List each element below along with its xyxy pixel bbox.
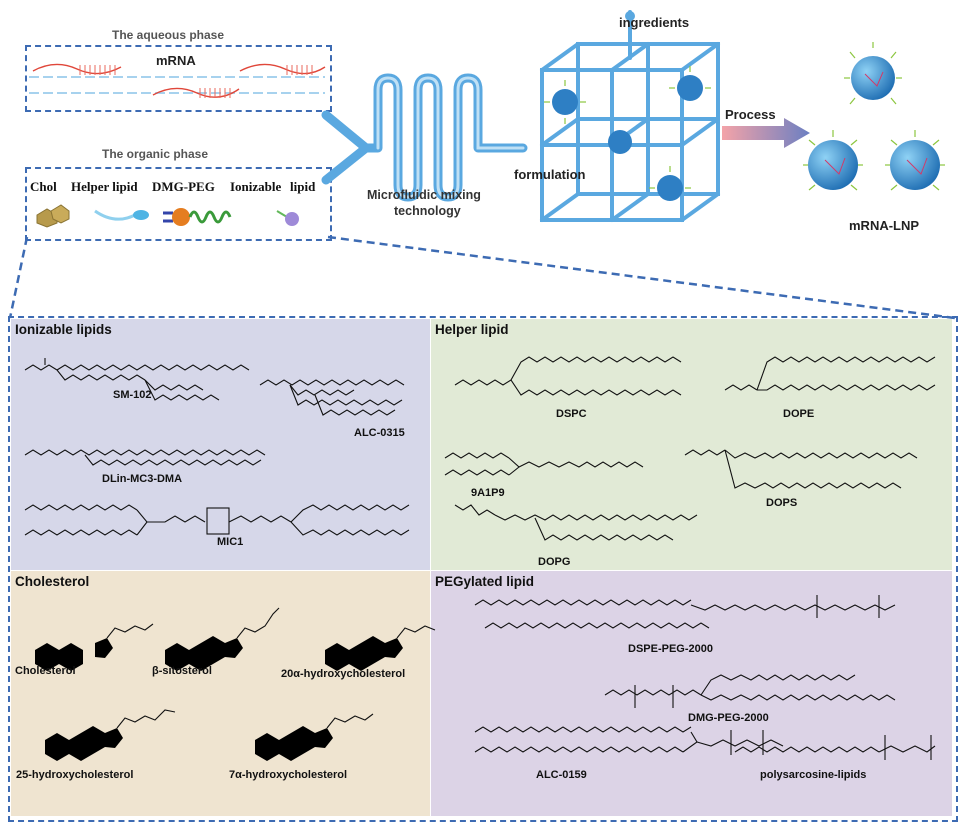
ionizable-panel-title: Ionizable lipids: [15, 322, 112, 337]
molecule-polysarcosine-lipids: polysarcosine-lipids: [760, 769, 867, 781]
component-chol: Chol: [30, 179, 57, 194]
cholesterol-panel: [11, 571, 430, 816]
cholesterol-structures: [35, 607, 436, 761]
molecule-dopg: DOPG: [538, 556, 571, 568]
mrna-label: mRNA: [156, 53, 196, 68]
microfluidic-label-line2: technology: [394, 204, 461, 218]
molecule-sm-102: SM-102: [113, 389, 152, 401]
process-label: Process: [725, 107, 776, 122]
lipid-panels-frame: [8, 316, 958, 822]
molecule-mic1: MIC1: [217, 536, 244, 548]
molecule-dspe-peg-2000: DSPE-PEG-2000: [628, 643, 713, 655]
molecule-alc-0159: ALC-0159: [536, 769, 587, 781]
component-lipid: lipid: [290, 179, 316, 194]
molecule-alc-0315: ALC-0315: [354, 427, 405, 439]
molecule-beta-sitosterol: β-sitosterol: [152, 665, 212, 677]
mrna-lnp-particles: [803, 42, 945, 191]
peg-panel-title: PEGylated lipid: [435, 574, 535, 589]
mrna-lnp-label: mRNA-LNP: [849, 218, 920, 233]
mrna-strands: [29, 63, 326, 98]
molecule-7a-hydroxycholesterol: 7α-hydroxycholesterol: [229, 769, 348, 781]
molecule-dspc: DSPC: [556, 408, 587, 420]
molecule-20a-hydroxycholesterol: 20α-hydroxycholesterol: [281, 668, 406, 680]
helper-structures: [444, 356, 936, 541]
molecule-dlin-mc3-dma: DLin-MC3-DMA: [102, 473, 183, 485]
component-helper-lipid: Helper lipid: [71, 179, 138, 194]
organic-phase-box: [25, 167, 332, 241]
component-dmg-peg: DMG-PEG: [152, 179, 215, 194]
organic-component-icons: [36, 204, 299, 228]
molecule-dops: DOPS: [766, 497, 798, 509]
microfluidic-chip: [321, 73, 528, 202]
peg-panel: [431, 571, 952, 816]
molecule-25-hydroxycholesterol: 25-hydroxycholesterol: [16, 769, 134, 781]
molecule-9a1p9: 9A1P9: [471, 487, 505, 499]
aqueous-phase-title: The aqueous phase: [112, 28, 225, 42]
formulation-cube: [540, 10, 720, 222]
molecule-cholesterol: Cholesterol: [15, 665, 76, 677]
component-ionizable: Ionizable: [230, 179, 282, 194]
ingredients-label: ingredients: [619, 15, 690, 30]
molecule-dope: DOPE: [783, 408, 815, 420]
helper-panel-title: Helper lipid: [435, 322, 509, 337]
ionizable-panel: [11, 319, 430, 570]
molecule-dmg-peg-2000: DMG-PEG-2000: [688, 712, 769, 724]
process-arrow: [722, 118, 810, 148]
microfluidic-label-line1: Microfluidic mixing: [367, 188, 481, 202]
formulation-label: formulation: [514, 167, 586, 182]
organic-phase-title: The organic phase: [102, 147, 209, 161]
peg-structures: [474, 595, 936, 760]
cholesterol-panel-title: Cholesterol: [15, 574, 90, 589]
aqueous-phase-box: [25, 45, 332, 112]
ionizable-structures: [24, 358, 410, 536]
